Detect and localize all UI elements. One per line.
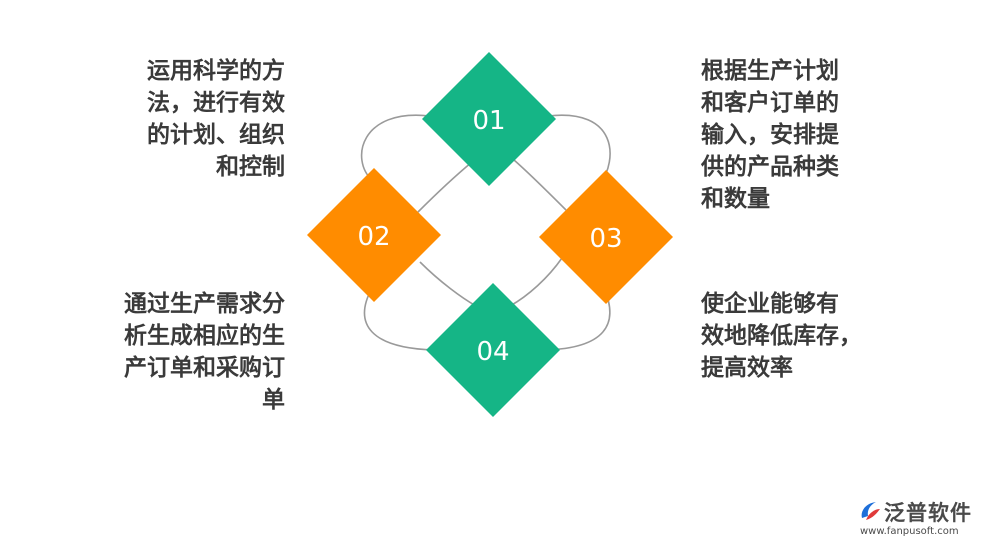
node-04-label: 04 — [476, 337, 509, 367]
connector-01-02-inner — [417, 161, 473, 213]
description-top-right: 根据生产计划 和客户订单的 输入，安排提 供的产品种类 和数量 — [701, 58, 839, 212]
node-03-diamond — [539, 170, 673, 304]
description-bottom-left: 通过生产需求分 析生成相应的生 产订单和采购订 单 — [124, 291, 285, 413]
node-02-label: 02 — [357, 222, 390, 252]
node-01-label: 01 — [472, 106, 505, 136]
connector-01-02-outer — [360, 114, 431, 181]
node-02: 02 — [307, 168, 441, 302]
node-04-diamond — [426, 283, 560, 417]
logo-url: www.fanpusoft.com — [860, 526, 959, 537]
brand-logo: 泛普软件 www.fanpusoft.com — [858, 497, 983, 541]
node-01-diamond — [422, 52, 556, 186]
connector-01-03-inner — [513, 159, 567, 211]
node-02-diamond — [307, 168, 441, 302]
connector-01-03-outer — [547, 114, 611, 185]
connector-03-04-inner — [509, 257, 563, 307]
description-top-left: 运用科学的方 法，进行有效 的计划、组织 和控制 — [147, 58, 285, 180]
node-03: 03 — [539, 170, 673, 304]
node-03-label: 03 — [589, 224, 622, 254]
node-04: 04 — [426, 283, 560, 417]
fanpu-logo-icon — [861, 502, 880, 520]
connector-02-04-outer — [363, 287, 435, 351]
description-bottom-right: 使企业能够有 效地降低库存， 提高效率 — [701, 291, 862, 381]
node-01: 01 — [422, 52, 556, 186]
connector-02-04-inner — [419, 261, 477, 307]
logo-name: 泛普软件 — [884, 501, 972, 525]
